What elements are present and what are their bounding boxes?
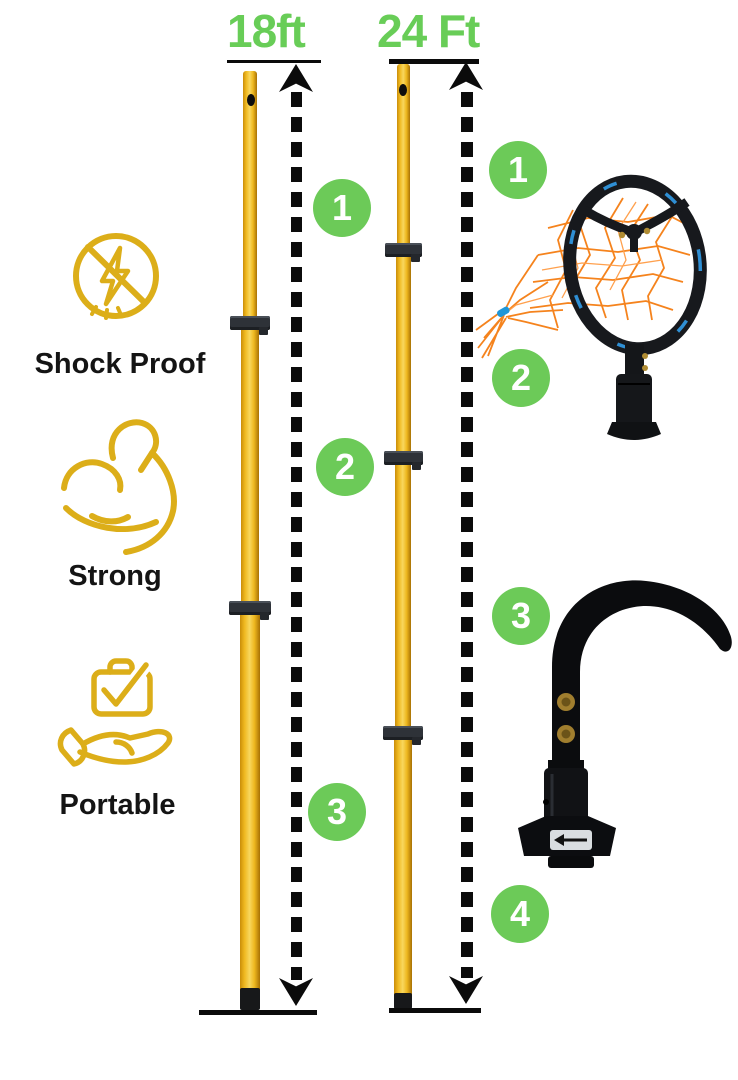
pole-clamp [383, 726, 423, 745]
hook-socket [518, 760, 616, 868]
segment-marker-18ft-3: 3 [308, 783, 366, 841]
pole-clamp [384, 451, 423, 470]
net-spokes [581, 198, 690, 252]
dashed-measure-line [291, 92, 302, 980]
pole-clamp [229, 601, 271, 620]
net-tie [497, 306, 510, 317]
socket-label-arrow-icon [554, 834, 587, 846]
hook-bolts [557, 693, 575, 743]
top-cap-line-24ft [389, 59, 479, 64]
pole-end-cap [394, 993, 412, 1009]
arrow-up-icon [449, 62, 483, 90]
segment-marker-24ft-1: 1 [489, 141, 547, 199]
pole-18ft-length-label: 18ft [227, 5, 306, 57]
muscle-icon [61, 419, 177, 555]
no-shock-icon [73, 233, 159, 320]
pole-segment [243, 71, 257, 325]
pole-rivet-dot [247, 94, 255, 106]
net-socket [607, 344, 661, 440]
arrow-down-icon [279, 978, 313, 1006]
pole-end-cap [240, 988, 260, 1010]
pole-clamp [230, 316, 270, 335]
net-ring [563, 174, 707, 356]
top-cap-line-18ft [227, 60, 321, 63]
segment-marker-24ft-3: 3 [492, 587, 550, 645]
pole-segment [394, 733, 412, 995]
dashed-measure-line [461, 92, 473, 978]
segment-marker-24ft-2: 2 [492, 349, 550, 407]
rescue-hook-head-image [518, 580, 732, 868]
rescue-net-head-image [475, 174, 707, 440]
arrow-up-icon [279, 64, 313, 92]
bottom-cap-line-24ft [389, 1008, 481, 1013]
pole-clamp [385, 243, 422, 262]
arrow-down-icon [449, 976, 483, 1004]
feature-label: Portable [59, 789, 176, 821]
pole-segment [241, 325, 259, 610]
hook-blade [552, 580, 732, 767]
feature-label: Strong [68, 560, 162, 592]
segment-marker-18ft-1: 1 [313, 179, 371, 237]
feature-label: Shock Proof [34, 348, 206, 380]
pole-24ft-length-label: 24 Ft [377, 5, 480, 57]
bottom-cap-line-18ft [199, 1010, 317, 1015]
segment-marker-24ft-4: 4 [491, 885, 549, 943]
segment-marker-18ft-2: 2 [316, 438, 374, 496]
pole-segment [240, 610, 260, 990]
pole-segment [397, 64, 410, 250]
carry-case-icon [57, 658, 173, 767]
pole-segment [395, 458, 411, 733]
pole-segment [396, 250, 411, 458]
pole-rivet-dot [399, 84, 407, 96]
